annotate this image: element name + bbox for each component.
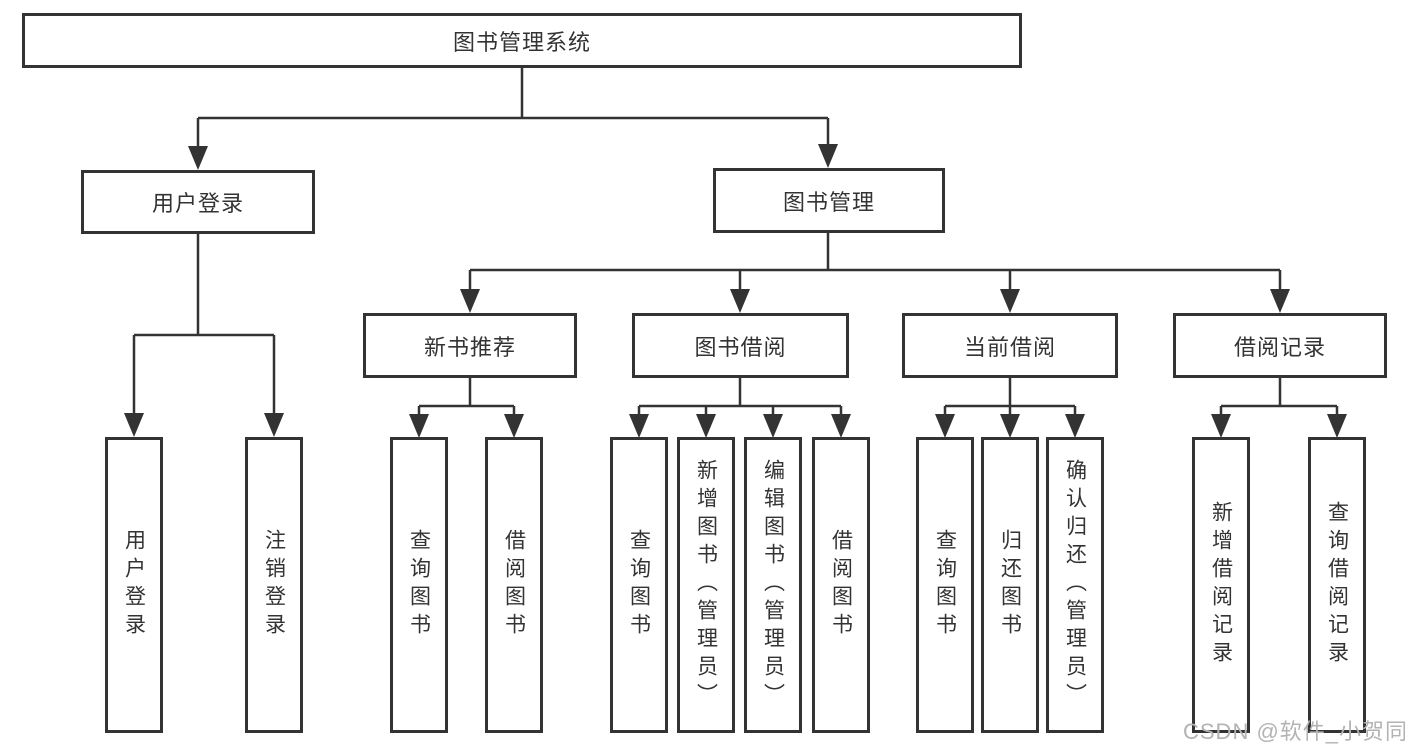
watermark-csdn: CSDN @软件_小贺同学 — [1183, 719, 1405, 744]
arrowhead-add-record — [1211, 414, 1231, 438]
node-leaf-borrow-book-2-label: 借阅图书 — [829, 529, 853, 641]
node-leaf-borrow-book-1: 借阅图书 — [485, 437, 543, 733]
node-leaf-add-borrow-record-label: 新增借阅记录 — [1209, 501, 1233, 669]
node-root-system: 图书管理系统 — [22, 13, 1022, 68]
arrowhead-query2 — [629, 414, 649, 438]
node-leaf-add-book-admin: 新增图书（管理员） — [677, 437, 735, 733]
node-current-borrowing: 当前借阅 — [902, 313, 1118, 378]
arrowhead-user-login — [188, 146, 208, 170]
node-leaf-query-borrow-record: 查询借阅记录 — [1308, 437, 1366, 733]
arrowhead-confirm-return — [1065, 414, 1085, 438]
node-leaf-user-login-label: 用户登录 — [122, 529, 146, 641]
node-leaf-query-book-2: 查询图书 — [610, 437, 668, 733]
arrowhead-book-borrow — [730, 289, 750, 313]
node-book-management-label: 图书管理 — [782, 189, 875, 215]
node-leaf-edit-book-admin-label: 编辑图书（管理员） — [761, 459, 785, 711]
node-leaf-confirm-return-admin: 确认归还（管理员） — [1046, 437, 1104, 733]
node-book-borrowing-label: 图书借阅 — [694, 334, 787, 360]
arrowhead-query-record — [1327, 414, 1347, 438]
arrowhead-new-book — [460, 289, 480, 313]
node-leaf-query-book-3-label: 查询图书 — [933, 529, 957, 641]
arrowhead-edit-book — [763, 414, 783, 438]
arrowhead-borrow2 — [831, 414, 851, 438]
node-leaf-add-book-admin-label: 新增图书（管理员） — [694, 459, 718, 711]
arrowhead-logout — [264, 413, 284, 437]
node-leaf-logout: 注销登录 — [245, 437, 303, 733]
node-new-book-recommend-label: 新书推荐 — [423, 334, 516, 360]
node-new-book-recommend: 新书推荐 — [363, 313, 577, 378]
node-leaf-query-book-2-label: 查询图书 — [627, 529, 651, 641]
node-borrow-records: 借阅记录 — [1173, 313, 1387, 378]
node-user-login-label: 用户登录 — [151, 191, 244, 216]
node-leaf-query-borrow-record-label: 查询借阅记录 — [1325, 501, 1349, 669]
arrowhead-return-book — [1000, 414, 1020, 438]
arrowhead-login-leaf — [124, 413, 144, 437]
node-leaf-user-login: 用户登录 — [105, 437, 163, 733]
node-leaf-query-book-1-label: 查询图书 — [407, 529, 431, 641]
arrowhead-add-book — [696, 414, 716, 438]
node-leaf-logout-label: 注销登录 — [262, 529, 286, 641]
arrowhead-query1 — [409, 414, 429, 438]
node-leaf-confirm-return-admin-label: 确认归还（管理员） — [1063, 459, 1087, 711]
node-leaf-return-book-label: 归还图书 — [998, 529, 1022, 641]
node-leaf-borrow-book-2: 借阅图书 — [812, 437, 870, 733]
arrowhead-query3 — [935, 414, 955, 438]
node-book-management: 图书管理 — [713, 168, 945, 233]
node-leaf-query-book-3: 查询图书 — [916, 437, 974, 733]
node-leaf-borrow-book-1-label: 借阅图书 — [502, 529, 526, 641]
node-book-borrowing: 图书借阅 — [632, 313, 849, 378]
arrowhead-book-mgmt — [818, 144, 838, 168]
node-leaf-edit-book-admin: 编辑图书（管理员） — [744, 437, 802, 733]
arrowhead-borrow-records — [1270, 289, 1290, 313]
node-current-borrowing-label: 当前借阅 — [963, 334, 1056, 360]
node-borrow-records-label: 借阅记录 — [1233, 334, 1326, 360]
node-user-login: 用户登录 — [81, 170, 315, 234]
arrowhead-current-borrow — [1000, 289, 1020, 313]
node-leaf-query-book-1: 查询图书 — [390, 437, 448, 733]
node-leaf-return-book: 归还图书 — [981, 437, 1039, 733]
arrowhead-borrow1 — [504, 414, 524, 438]
node-root-system-label: 图书管理系统 — [452, 29, 591, 55]
node-leaf-add-borrow-record: 新增借阅记录 — [1192, 437, 1250, 733]
